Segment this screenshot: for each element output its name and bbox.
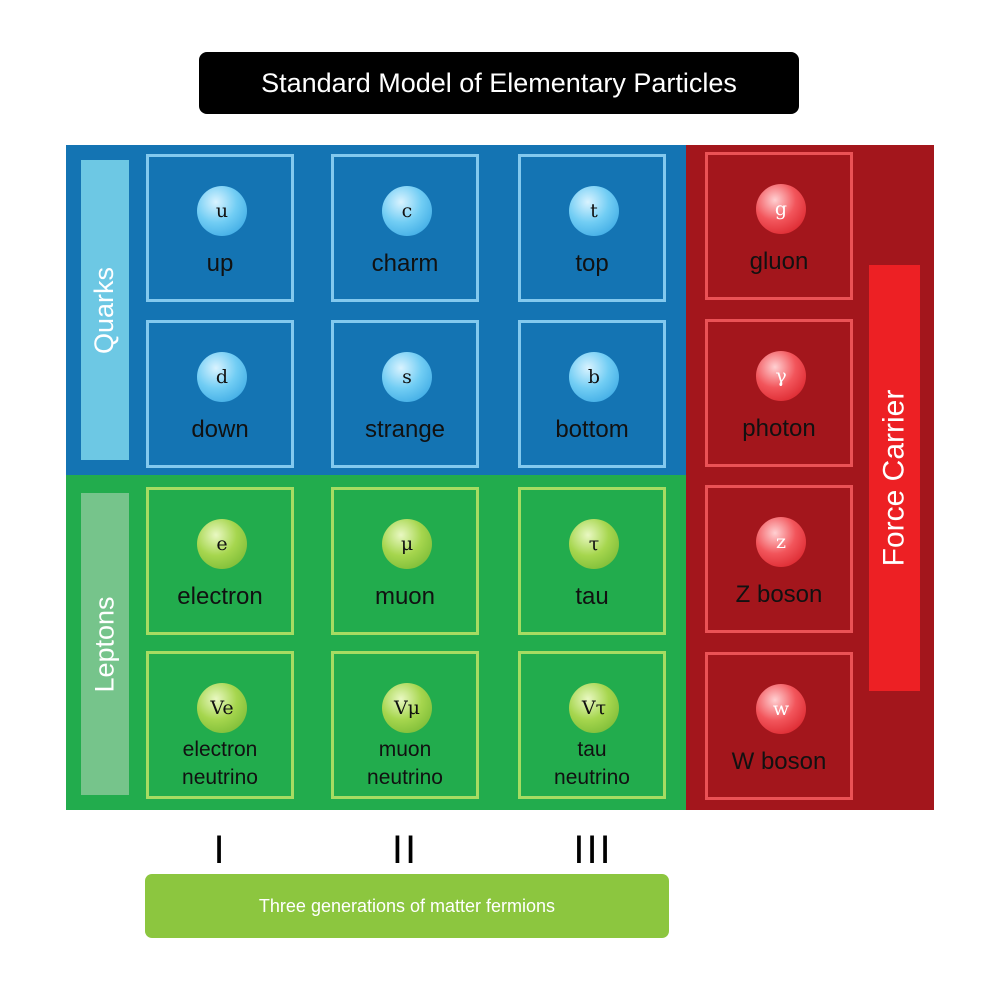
particle-strange: s strange <box>331 320 479 468</box>
particle-z-boson: z Z boson <box>705 485 853 633</box>
particle-name: W boson <box>731 748 827 775</box>
particle-name-line2: neutrino <box>554 766 630 789</box>
particle-name: muon neutrino <box>334 736 476 792</box>
particle-name: tau <box>575 583 609 610</box>
particle-up: u up <box>146 154 294 302</box>
particle-symbol: g <box>756 184 806 234</box>
particle-name: Z boson <box>735 581 823 608</box>
particle-symbol: b <box>569 352 619 402</box>
particle-electron: e electron <box>146 487 294 635</box>
leptons-label: Leptons <box>81 493 129 795</box>
particle-name: top <box>575 250 609 277</box>
particle-name: charm <box>371 250 439 277</box>
particle-name-line1: muon <box>378 738 432 761</box>
particle-gluon: g gluon <box>705 152 853 300</box>
particle-symbol: z <box>756 517 806 567</box>
particle-symbol: t <box>569 186 619 236</box>
particle-name: muon <box>374 583 436 610</box>
quarks-label: Quarks <box>81 160 129 460</box>
particle-symbol: Ve <box>197 683 247 733</box>
force-carrier-label: Force Carrier <box>869 265 920 691</box>
particle-name-line1: tau <box>577 738 607 761</box>
generation-label-3: III <box>573 828 613 872</box>
generation-label-1: I <box>213 828 227 872</box>
generations-caption: Three generations of matter fermions <box>145 874 669 938</box>
particle-tau: τ tau <box>518 487 666 635</box>
particle-name-line2: neutrino <box>182 766 258 789</box>
particle-top: t top <box>518 154 666 302</box>
particle-symbol: μ <box>382 519 432 569</box>
particle-name: electron neutrino <box>149 736 291 792</box>
particle-symbol: u <box>197 186 247 236</box>
particle-name-line1: electron <box>182 738 258 761</box>
particle-muon: μ muon <box>331 487 479 635</box>
particle-down: d down <box>146 320 294 468</box>
diagram-title: Standard Model of Elementary Particles <box>199 52 799 114</box>
particle-name: tau neutrino <box>521 736 663 792</box>
particle-symbol: c <box>382 186 432 236</box>
particle-name: photon <box>742 415 816 442</box>
particle-tau-neutrino: Vτ tau neutrino <box>518 651 666 799</box>
particle-name: down <box>191 416 249 443</box>
generation-label-2: II <box>391 828 419 872</box>
particle-name: electron <box>177 583 263 610</box>
particle-bottom: b bottom <box>518 320 666 468</box>
particle-symbol: Vμ <box>382 683 432 733</box>
particle-photon: γ photon <box>705 319 853 467</box>
particle-symbol: τ <box>569 519 619 569</box>
particle-muon-neutrino: Vμ muon neutrino <box>331 651 479 799</box>
particle-name: up <box>206 250 234 277</box>
particle-name: bottom <box>555 416 629 443</box>
particle-name: gluon <box>749 248 809 275</box>
particle-w-boson: w W boson <box>705 652 853 800</box>
particle-name: strange <box>364 416 446 443</box>
particle-symbol: Vτ <box>569 683 619 733</box>
particle-symbol: γ <box>756 351 806 401</box>
particle-name-line2: neutrino <box>367 766 443 789</box>
particle-symbol: w <box>756 684 806 734</box>
particle-electron-neutrino: Ve electron neutrino <box>146 651 294 799</box>
particle-symbol: d <box>197 352 247 402</box>
particle-symbol: s <box>382 352 432 402</box>
particle-symbol: e <box>197 519 247 569</box>
particle-charm: c charm <box>331 154 479 302</box>
